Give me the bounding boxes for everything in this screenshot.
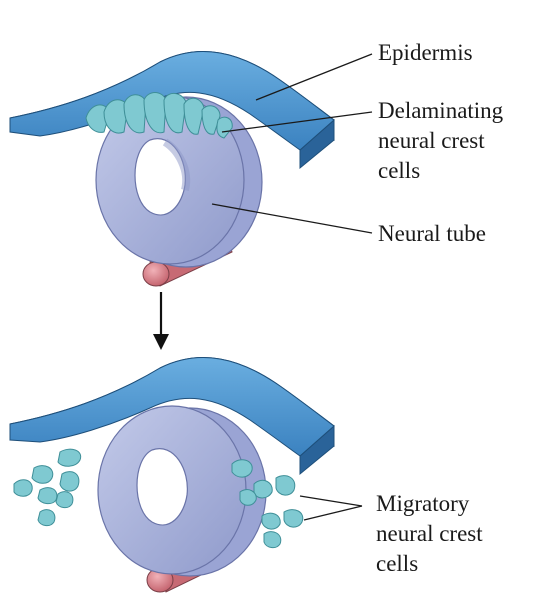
leader-migratory-1 (299, 495, 363, 507)
leader-epidermis (255, 53, 373, 101)
migratory-crest-cells-right (231, 459, 304, 549)
epidermis-top (9, 51, 335, 170)
label-line: Migratory (376, 491, 470, 516)
label-delaminating-neural-crest-cells: Delaminating neural crest cells (378, 96, 503, 186)
leader-delaminating (221, 111, 373, 133)
neural-tube-bottom (97, 405, 267, 577)
migratory-crest-cells-left (13, 448, 82, 527)
label-line: neural crest (376, 521, 483, 546)
leader-migratory-2 (303, 505, 363, 521)
label-line: cells (376, 551, 419, 576)
epidermis-bottom (9, 357, 335, 476)
label-neural-tube: Neural tube (378, 221, 486, 246)
bottom-panel (9, 357, 335, 593)
label-epidermis: Epidermis (378, 40, 473, 65)
top-panel (9, 51, 335, 287)
down-arrow (153, 292, 169, 350)
delaminating-crest-cells (85, 92, 233, 139)
leader-lines (211, 53, 373, 521)
label-line: Delaminating (378, 98, 504, 123)
neural-tube-top (95, 95, 263, 268)
label-migratory-neural-crest-cells: Migratory neural crest cells (376, 489, 483, 579)
label-line: neural crest (378, 128, 485, 153)
label-line: cells (378, 158, 421, 183)
leader-neural-tube (211, 203, 373, 234)
